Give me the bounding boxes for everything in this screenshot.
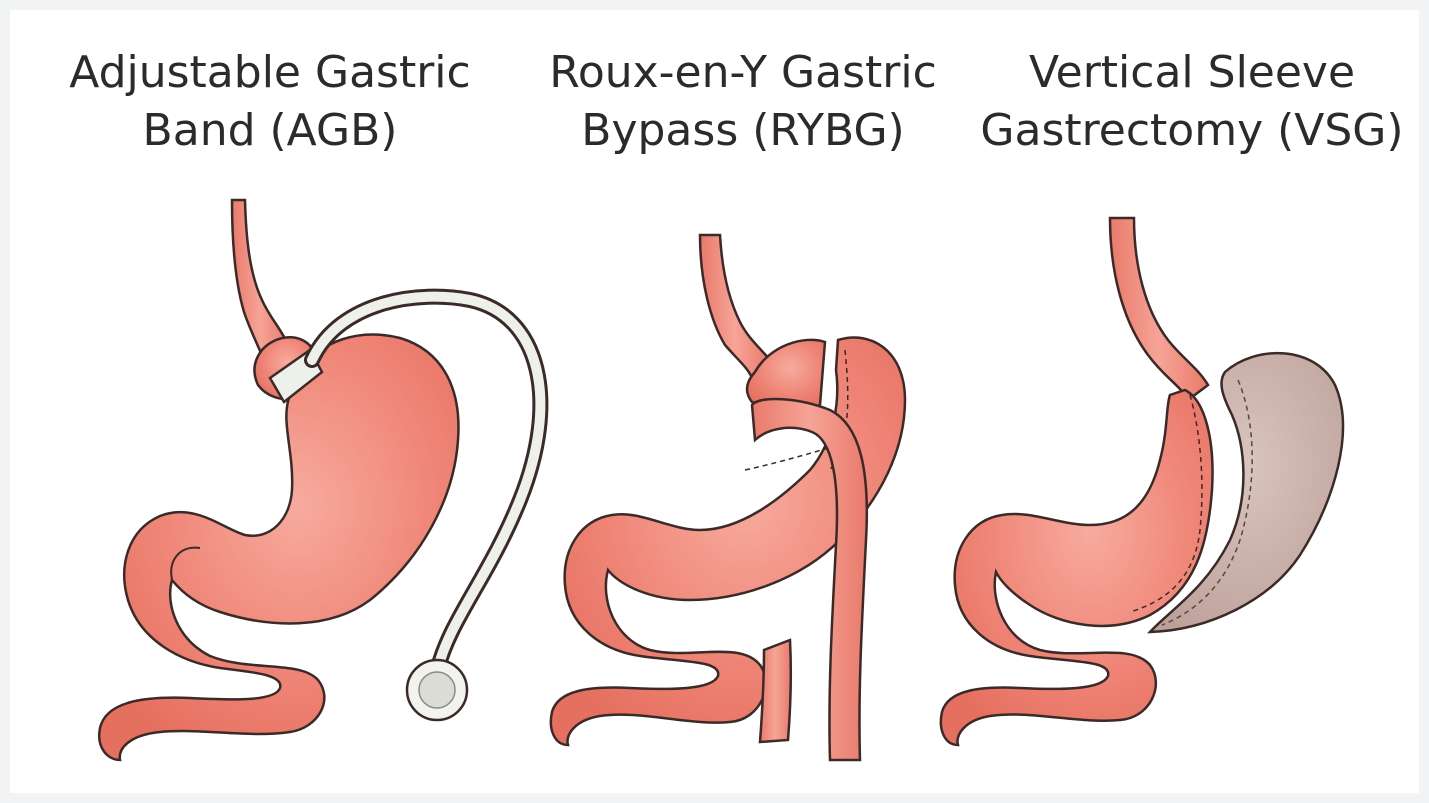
rybg-illustration: [551, 235, 905, 760]
agb-illustration: [99, 200, 540, 760]
vsg-sleeve-stomach: [941, 390, 1213, 745]
agb-access-port-center: [419, 672, 455, 708]
vsg-esophagus: [1110, 218, 1208, 400]
rybg-biliopancreatic-limb: [760, 640, 791, 742]
vsg-illustration: [941, 218, 1343, 745]
rybg-esophagus: [700, 235, 770, 378]
